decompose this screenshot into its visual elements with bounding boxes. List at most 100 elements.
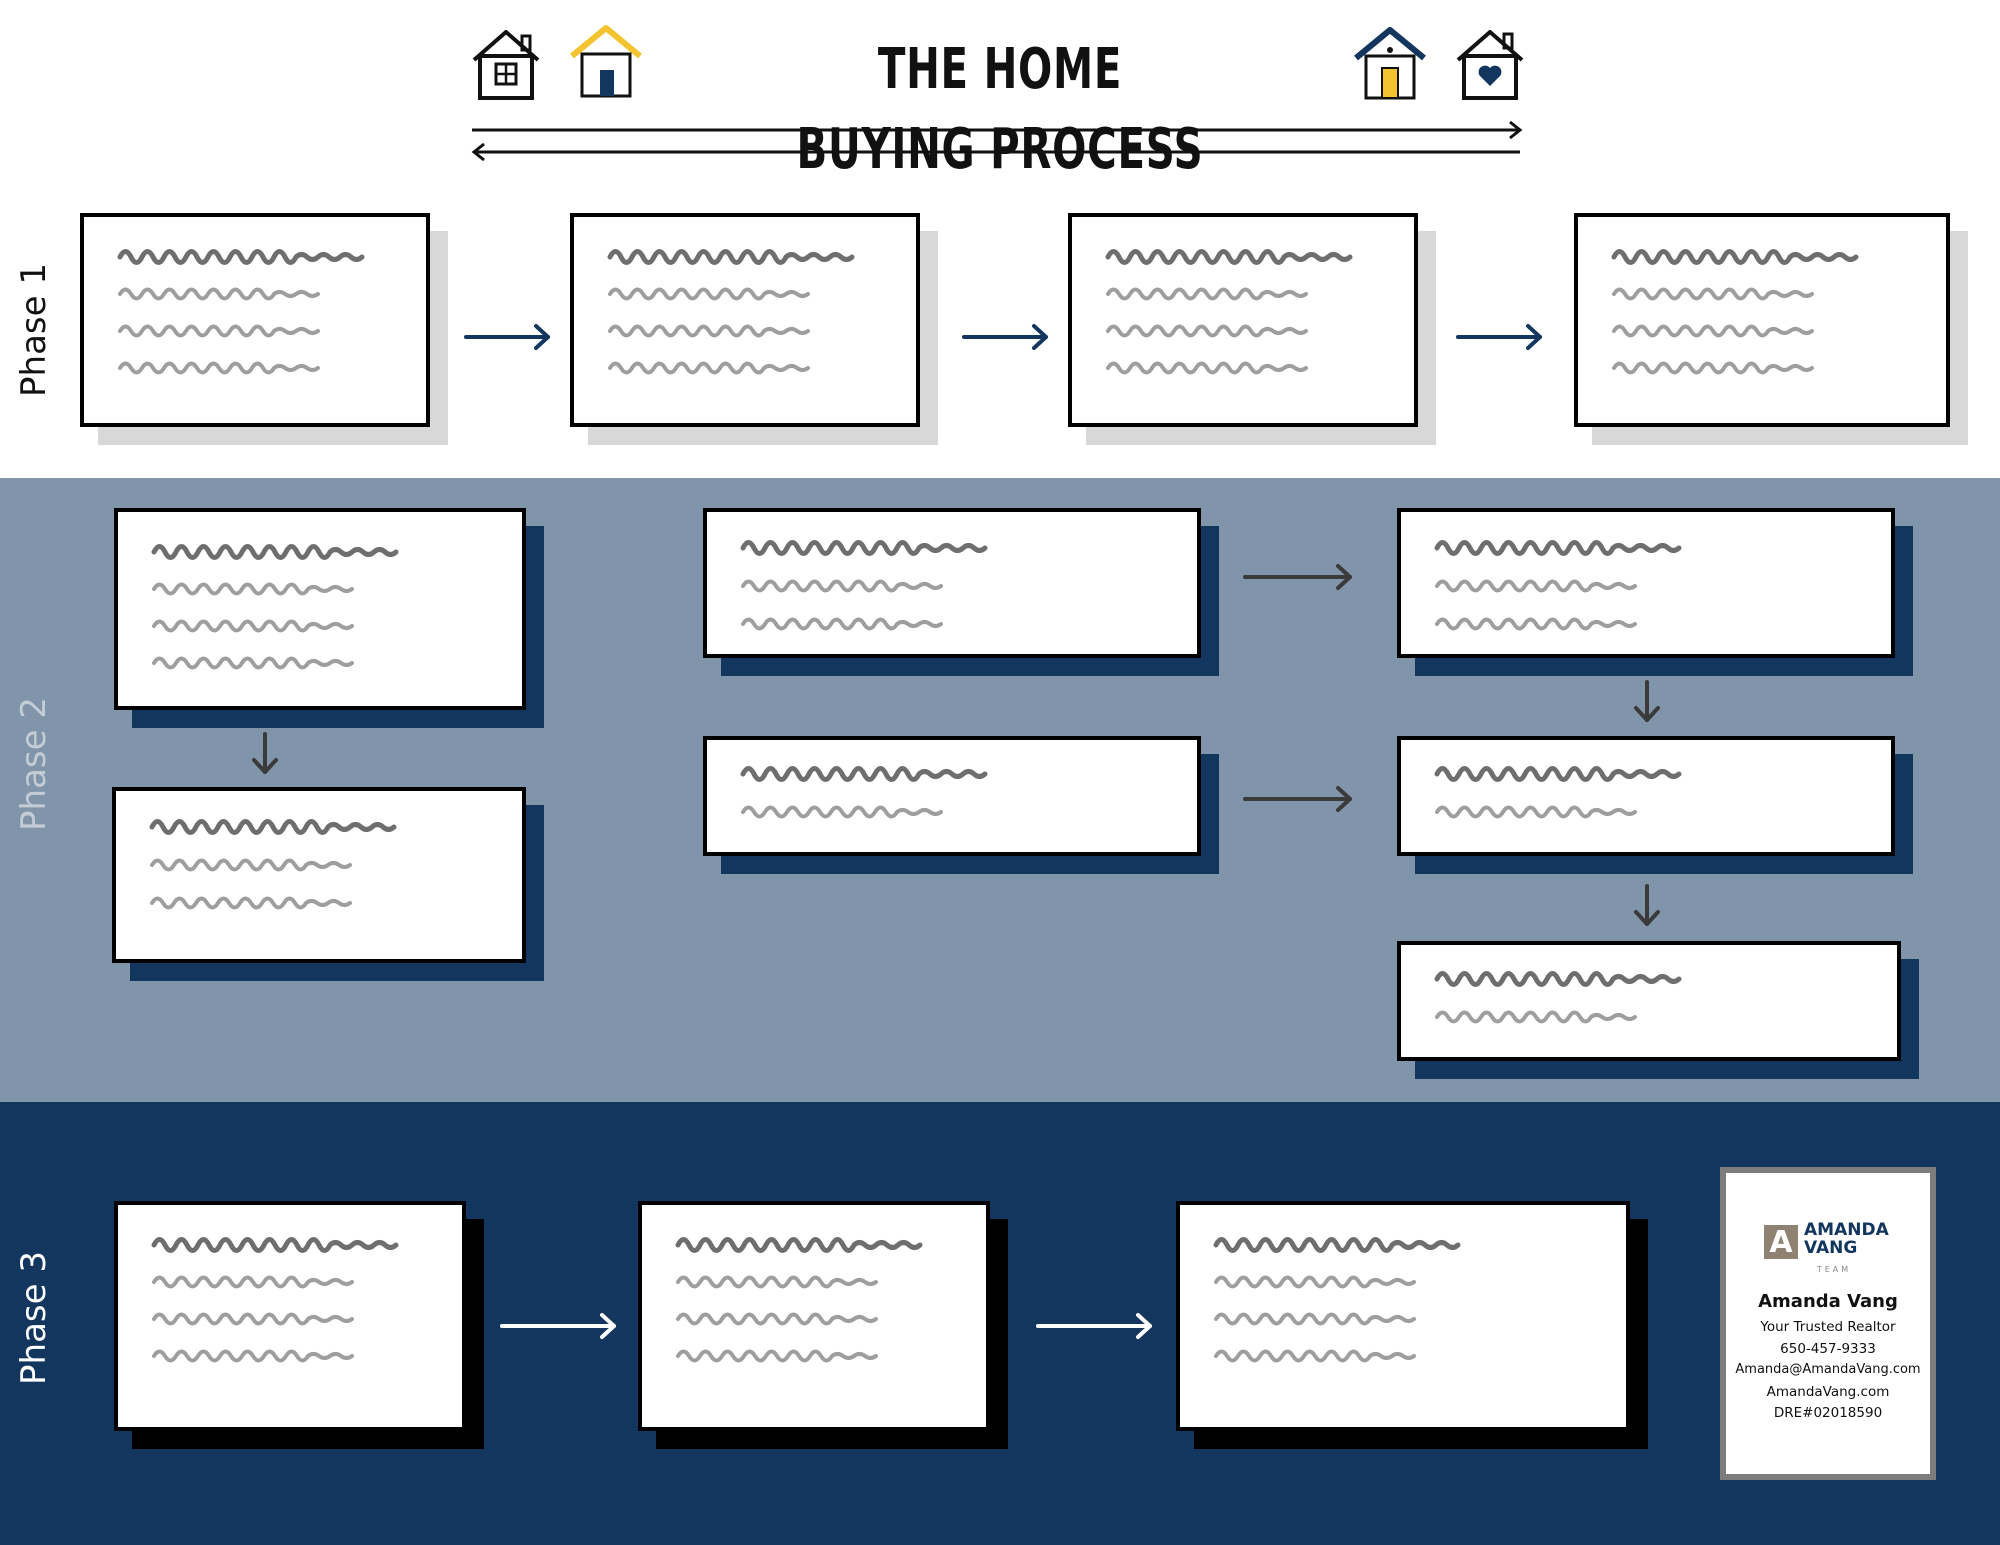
logo-letter: A	[1764, 1225, 1798, 1260]
flow-arrow	[1036, 1313, 1152, 1339]
placeholder-text-squiggles	[149, 819, 397, 910]
placeholder-line	[149, 819, 397, 835]
flow-arrow	[1634, 680, 1660, 722]
placeholder-text-squiggles	[1213, 1237, 1461, 1363]
placeholder-text-squiggles	[151, 1237, 399, 1363]
placeholder-text-squiggles	[117, 249, 365, 375]
step-card	[638, 1201, 990, 1431]
flow-arrow	[1634, 884, 1660, 926]
placeholder-line	[1612, 287, 1814, 301]
placeholder-line	[1612, 361, 1814, 375]
step-card	[112, 787, 526, 963]
placeholder-text-squiggles	[1434, 540, 1682, 631]
placeholder-line	[741, 805, 943, 819]
flow-arrow	[1456, 324, 1542, 350]
placeholder-line	[118, 361, 320, 375]
contact-email: Amanda@AmandaVang.com	[1735, 1362, 1921, 1377]
placeholder-line	[740, 540, 988, 556]
placeholder-line	[150, 896, 352, 910]
placeholder-line	[741, 617, 943, 631]
step-card	[703, 508, 1201, 658]
placeholder-line	[676, 1312, 878, 1326]
step-card	[1068, 213, 1418, 427]
placeholder-text-squiggles	[1434, 766, 1682, 819]
placeholder-line	[1435, 805, 1637, 819]
step-card	[1574, 213, 1950, 427]
placeholder-text-squiggles	[1611, 249, 1859, 375]
placeholder-line	[151, 544, 399, 560]
house-window-icon	[472, 30, 540, 100]
timeline-double-arrow	[471, 120, 1523, 162]
contact-name: Amanda Vang	[1758, 1291, 1898, 1312]
placeholder-line	[151, 1237, 399, 1253]
placeholder-line	[1106, 287, 1308, 301]
step-card	[1176, 1201, 1630, 1431]
placeholder-line	[741, 579, 943, 593]
placeholder-line	[608, 361, 810, 375]
placeholder-text-squiggles	[675, 1237, 923, 1363]
placeholder-line	[152, 1349, 354, 1363]
contact-website: AmandaVang.com	[1766, 1384, 1890, 1400]
placeholder-line	[1611, 249, 1859, 265]
placeholder-line	[1612, 324, 1814, 338]
placeholder-line	[1106, 324, 1308, 338]
placeholder-line	[1434, 766, 1682, 782]
logo-line-1: AMANDA	[1804, 1220, 1889, 1240]
step-card	[703, 736, 1201, 856]
placeholder-line	[118, 287, 320, 301]
placeholder-line	[740, 766, 988, 782]
flow-arrow	[464, 324, 550, 350]
step-card	[114, 1201, 466, 1431]
placeholder-line	[1434, 540, 1682, 556]
placeholder-text-squiggles	[740, 540, 988, 631]
house-navy-roof-icon	[1354, 27, 1426, 100]
placeholder-line	[1106, 361, 1308, 375]
placeholder-line	[1435, 1010, 1637, 1024]
placeholder-line	[117, 249, 365, 265]
placeholder-line	[1435, 579, 1637, 593]
placeholder-text-squiggles	[1434, 971, 1682, 1024]
step-card	[1397, 736, 1895, 856]
placeholder-text-squiggles	[740, 766, 988, 819]
placeholder-line	[1434, 971, 1682, 987]
step-card	[570, 213, 920, 427]
placeholder-line	[1435, 617, 1637, 631]
brand-logo: A AMANDA VANG TEAM	[1764, 1221, 1904, 1274]
placeholder-line	[608, 324, 810, 338]
placeholder-line	[1214, 1275, 1416, 1289]
placeholder-line	[118, 324, 320, 338]
flow-arrow	[500, 1313, 616, 1339]
placeholder-line	[676, 1275, 878, 1289]
placeholder-line	[608, 287, 810, 301]
placeholder-line	[1105, 249, 1353, 265]
flow-arrow	[1243, 786, 1352, 812]
flow-arrow	[962, 324, 1048, 350]
placeholder-line	[152, 1312, 354, 1326]
page-title: THE HOME BUYING PROCESS	[796, 37, 1204, 182]
placeholder-line	[152, 582, 354, 596]
house-yellow-roof-icon	[570, 25, 642, 98]
step-card	[1397, 941, 1901, 1061]
placeholder-text-squiggles	[1105, 249, 1353, 375]
flow-arrow	[1243, 564, 1352, 590]
contact-tagline: Your Trusted Realtor	[1760, 1319, 1896, 1335]
placeholder-text-squiggles	[607, 249, 855, 375]
contact-license: DRE#02018590	[1773, 1405, 1883, 1421]
logo-line-2: VANG	[1804, 1238, 1858, 1258]
house-heart-icon	[1456, 30, 1524, 100]
placeholder-line	[676, 1349, 878, 1363]
contact-card: A AMANDA VANG TEAM Amanda Vang Your Trus…	[1720, 1167, 1936, 1480]
flow-arrow	[252, 732, 278, 774]
placeholder-line	[675, 1237, 923, 1253]
placeholder-line	[1213, 1237, 1461, 1253]
logo-name: AMANDA VANG	[1804, 1221, 1889, 1257]
contact-phone: 650-457-9333	[1780, 1341, 1876, 1357]
placeholder-text-squiggles	[151, 544, 399, 670]
step-card	[114, 508, 526, 710]
placeholder-line	[1214, 1349, 1416, 1363]
placeholder-line	[152, 619, 354, 633]
placeholder-line	[607, 249, 855, 265]
step-card	[1397, 508, 1895, 658]
placeholder-line	[150, 858, 352, 872]
